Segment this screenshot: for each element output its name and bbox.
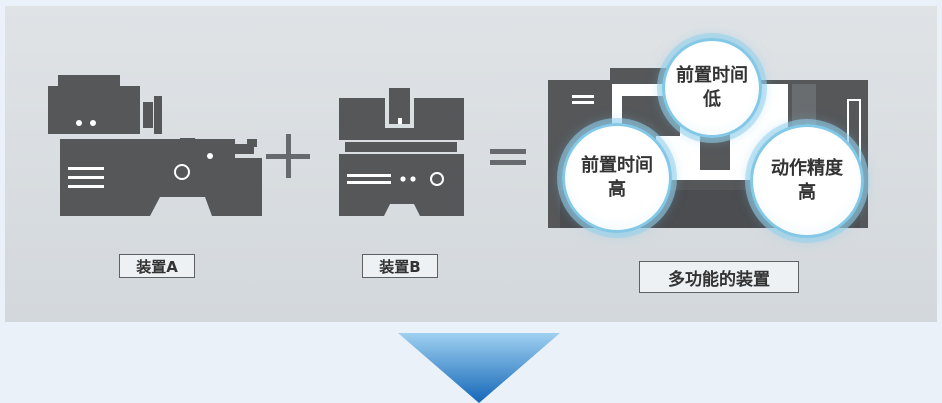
combined-device-label: 多功能的装置 (639, 261, 799, 293)
bubble-title: 前置时间 (676, 65, 748, 86)
plus-icon (266, 134, 310, 178)
lead-time-high-bubble: 前置时间 高 (562, 123, 672, 233)
equals-icon (490, 149, 526, 165)
bubble-value: 高 (608, 179, 626, 200)
bubble-value: 高 (798, 182, 816, 203)
bubble-title: 动作精度 (771, 158, 843, 179)
device-b-label: 装置B (362, 254, 438, 278)
bubble-value: 低 (703, 89, 721, 110)
motion-accuracy-high-bubble: 动作精度 高 (750, 124, 864, 238)
device-a-label: 装置A (119, 254, 195, 278)
lead-time-low-bubble: 前置时间 低 (662, 38, 762, 138)
device-b-icon (339, 88, 464, 216)
bubble-title: 前置时间 (581, 155, 653, 176)
device-a-icon (48, 75, 262, 216)
down-arrow-icon (398, 333, 560, 403)
